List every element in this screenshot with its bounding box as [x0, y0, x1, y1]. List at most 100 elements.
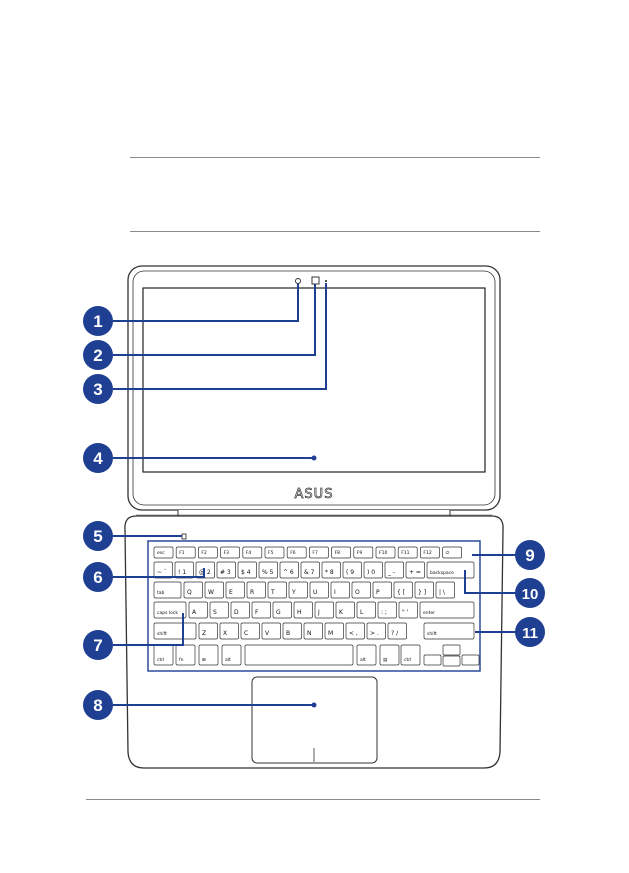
fn-key-0-label: esc	[157, 551, 165, 556]
zxcv-key-3-label: V	[265, 630, 270, 637]
number-key-1: ! 1	[174, 561, 194, 579]
number-key-9-label: ( 9	[346, 569, 354, 576]
callout-2: 2	[83, 340, 113, 370]
callout-leader-lines	[113, 283, 516, 708]
qwerty-key-1-label: W	[208, 589, 214, 596]
callout-5-label: 5	[93, 527, 102, 546]
fn-key-11-label: F11	[401, 550, 409, 556]
number-key-4: $ 4	[237, 561, 257, 579]
fn-key-10: F10	[375, 546, 396, 559]
number-key-5: % 5	[258, 561, 278, 579]
qwerty-key-0-label: Q	[187, 589, 192, 596]
tab-key: tab	[153, 581, 182, 599]
enter-key: enter	[419, 601, 475, 619]
asdf-key-8-label: L	[360, 609, 364, 616]
asdf-key-7: K	[335, 601, 355, 619]
zxcv-key-4-label: B	[286, 630, 290, 637]
camera-indicator-icon	[325, 280, 327, 282]
bottom-key-4-label: alt	[360, 657, 366, 663]
leader-3	[113, 283, 327, 390]
asdf-key-3-label: F	[255, 609, 259, 616]
number-key-10: ) 0	[363, 561, 383, 579]
qwerty-key-0: Q	[183, 581, 203, 599]
asdf-key-8: L	[356, 601, 376, 619]
callout-8: 8	[83, 690, 113, 720]
asdf-key-6-label: J	[317, 609, 320, 616]
number-key-12-label: + =	[409, 569, 421, 576]
fn-key-6: F6	[286, 546, 307, 559]
bottom-key-2-label: ⊞	[202, 658, 206, 663]
touchpad	[251, 676, 378, 764]
asdf-key-0-label: A	[192, 609, 197, 616]
asdf-key-0: A	[188, 601, 208, 619]
callout-11-label: 11	[522, 625, 538, 642]
callout-3-label: 3	[93, 380, 102, 399]
asdf-key-9-label: : ;	[381, 609, 387, 616]
number-key-2: @ 2	[195, 561, 215, 579]
fn-key-9: F9	[353, 546, 374, 559]
fn-key-1: F1	[175, 546, 196, 559]
fn-key-3-label: F3	[224, 550, 230, 556]
bottom-key-4: alt	[356, 644, 377, 666]
ambient-light-sensor-icon	[295, 278, 301, 284]
callout-10-label: 10	[522, 586, 539, 603]
asdf-key-10: " '	[398, 601, 418, 619]
shift-left-key-label: shift	[157, 631, 167, 637]
callout-5: 5	[83, 521, 113, 551]
fn-key-7-label: F7	[312, 550, 318, 556]
fn-key-2: F2	[198, 546, 218, 559]
number-key-6: ^ 6	[279, 561, 299, 579]
bottom-key-5: ▤	[379, 644, 400, 666]
asdf-key-3: F	[251, 601, 271, 619]
callout-9: 9	[515, 540, 545, 570]
zxcv-key-7-label: < ,	[349, 630, 358, 637]
qwerty-key-12: | \	[435, 581, 455, 599]
callout-9-label: 9	[525, 546, 534, 565]
fn-key-0: esc	[153, 546, 174, 559]
shift-right-key-label: shift	[427, 631, 437, 637]
qwerty-key-9: P	[372, 581, 392, 599]
spacebar-key	[244, 644, 354, 666]
asdf-key-7-label: K	[339, 609, 344, 616]
fn-key-7: F7	[309, 546, 329, 559]
number-key-7: & 7	[300, 561, 320, 579]
asdf-key-1-label: S	[213, 609, 217, 616]
number-key-3: # 3	[216, 561, 236, 579]
number-key-0: ~ `	[153, 561, 173, 579]
leader-7	[113, 613, 184, 646]
zxcv-key-6-label: M	[328, 630, 333, 637]
asdf-key-5: H	[293, 601, 313, 619]
qwerty-key-7-label: I	[334, 589, 336, 596]
callout-1-label: 1	[93, 312, 102, 331]
callout-markers: 1 2 3 4 5 6 7 8 9 10 11	[83, 306, 545, 720]
bottom-key-0-label: ctrl	[157, 657, 164, 663]
caps-lock-key-label: caps lock	[157, 610, 178, 616]
qwerty-key-11-label: } ]	[418, 589, 426, 596]
qwerty-key-1: W	[204, 581, 224, 599]
qwerty-key-4: T	[267, 581, 287, 599]
bottom-key-3: alt	[221, 644, 242, 666]
shift-right-key: shift	[423, 622, 475, 640]
zxcv-key-1: X	[219, 622, 239, 640]
zxcv-key-7: < ,	[345, 622, 365, 640]
qwerty-key-6: U	[309, 581, 329, 599]
leader-1	[113, 284, 299, 322]
leader-4-dot	[311, 455, 317, 461]
bottom-key-6-label: ctrl	[404, 657, 411, 663]
leader-2	[113, 284, 316, 356]
qwerty-key-4-label: T	[270, 589, 275, 596]
callout-6-label: 6	[93, 568, 102, 587]
fn-key-8: F8	[331, 546, 351, 559]
enter-key-label: enter	[423, 610, 435, 616]
zxcv-key-5: N	[303, 622, 323, 640]
bottom-key-6: ctrl	[400, 644, 421, 666]
note-bottom-rule	[130, 231, 540, 232]
number-key-8-label: * 8	[325, 569, 334, 576]
zxcv-key-2: C	[240, 622, 260, 640]
zxcv-key-0: Z	[198, 622, 218, 640]
number-key-5-label: % 5	[262, 569, 274, 576]
backspace-key-label: backspace	[430, 570, 454, 576]
zxcv-key-6: M	[324, 622, 344, 640]
bottom-key-2: ⊞	[198, 644, 219, 666]
